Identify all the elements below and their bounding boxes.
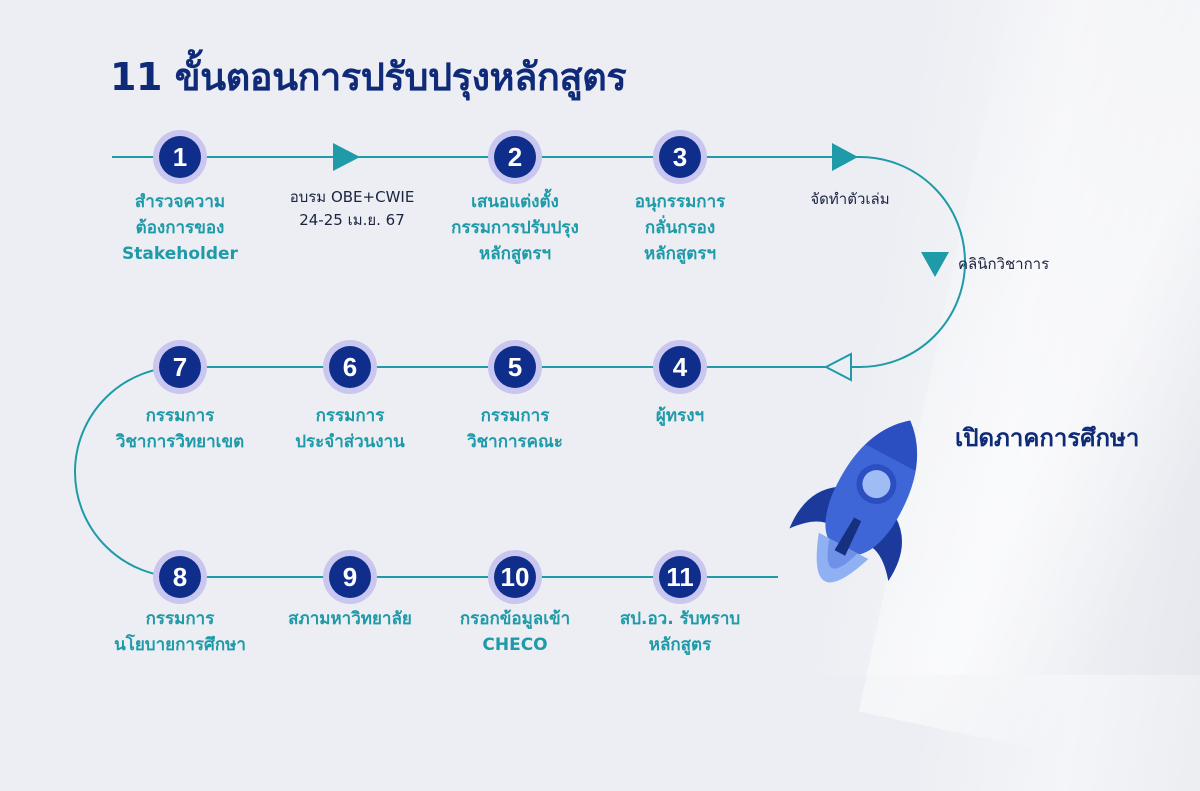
step-4-circle: 4 bbox=[659, 346, 701, 388]
step-2-circle: 2 bbox=[494, 136, 536, 178]
step-10-circle: 10 bbox=[494, 556, 536, 598]
arrow-marker-binding bbox=[832, 143, 858, 171]
step-6-label: กรรมการประจำส่วนงาน bbox=[295, 406, 405, 452]
step-11-circle: 11 bbox=[659, 556, 701, 598]
step-6-circle: 6 bbox=[329, 346, 371, 388]
clinic-note: คลินิกวิชาการ bbox=[958, 255, 1050, 273]
step-4-label: ผู้ทรงฯ bbox=[655, 406, 705, 426]
arrow-marker-training bbox=[333, 143, 360, 171]
binding-note: จัดทำตัวเล่ม bbox=[810, 190, 890, 208]
step-11-label: สป.อว. รับทราบหลักสูตร bbox=[619, 609, 741, 655]
step-8-circle: 8 bbox=[159, 556, 201, 598]
step-1-circle: 1 bbox=[159, 136, 201, 178]
step-9-circle: 9 bbox=[329, 556, 371, 598]
step-5-label: กรรมการวิชาการคณะ bbox=[467, 406, 563, 452]
rocket-icon bbox=[789, 420, 918, 583]
arrow-marker-return bbox=[823, 352, 852, 382]
semester-start-label: เปิดภาคการศึกษา bbox=[955, 424, 1140, 452]
step-3-circle: 3 bbox=[659, 136, 701, 178]
step-2-label: เสนอแต่งตั้งกรรมการปรับปรุงหลักสูตรฯ bbox=[451, 192, 579, 264]
step-9-label: สภามหาวิทยาลัย bbox=[288, 609, 412, 629]
step-5-circle: 5 bbox=[494, 346, 536, 388]
step-8-label: กรรมการนโยบายการศึกษา bbox=[114, 609, 246, 655]
step-3-label: อนุกรรมการกลั่นกรองหลักสูตรฯ bbox=[634, 192, 726, 264]
step-7-label: กรรมการวิชาการวิทยาเขต bbox=[115, 406, 245, 452]
page-title: 11 ขั้นตอนการปรับปรุงหลักสูตร bbox=[110, 55, 627, 99]
arrow-marker-clinic bbox=[921, 252, 949, 277]
step-7-circle: 7 bbox=[159, 346, 201, 388]
